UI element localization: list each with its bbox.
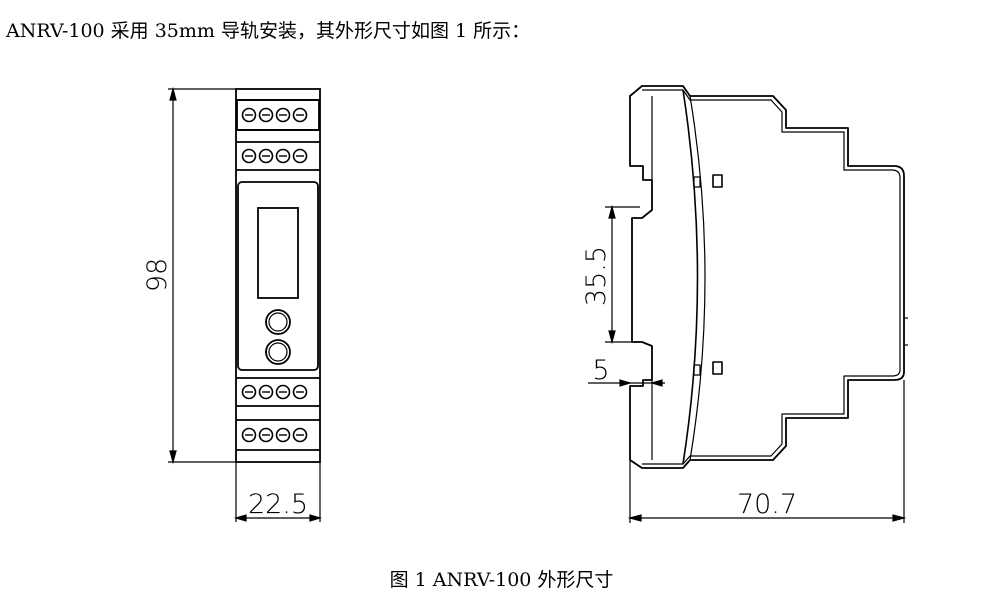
width-label: 22.5 bbox=[248, 489, 308, 520]
front-view bbox=[235, 88, 321, 463]
rail-label: 35.5 bbox=[581, 246, 612, 306]
depth-dimension bbox=[627, 380, 907, 523]
side-housing-outline bbox=[629, 85, 905, 469]
figure-caption: 图 1 ANRV-100 外形尺寸 bbox=[389, 569, 614, 591]
width-dimension bbox=[233, 462, 323, 522]
display-window bbox=[257, 207, 299, 299]
front-panel bbox=[237, 181, 319, 371]
terminal-block-top-2 bbox=[236, 141, 320, 171]
button-upper bbox=[265, 309, 291, 335]
offset-dimension bbox=[588, 379, 665, 387]
terminal-block-bottom-2 bbox=[236, 419, 320, 451]
intro-paragraph: ANRV-100 采用 35mm 导轨安装，其外形尺寸如图 1 所示： bbox=[6, 20, 531, 42]
height-label: 98 bbox=[142, 258, 173, 292]
button-lower bbox=[265, 339, 291, 365]
offset-label: 5 bbox=[592, 355, 609, 386]
side-view bbox=[629, 85, 908, 469]
dimension-drawing: 98 22.5 35.5 bbox=[142, 85, 908, 523]
terminal-block-bottom-1 bbox=[236, 377, 320, 407]
front-housing bbox=[235, 88, 321, 463]
depth-label: 70.7 bbox=[737, 489, 797, 520]
height-dimension bbox=[168, 86, 236, 465]
latch-upper bbox=[712, 174, 723, 188]
rail-dimension bbox=[605, 204, 640, 345]
latch-lower bbox=[712, 361, 723, 375]
